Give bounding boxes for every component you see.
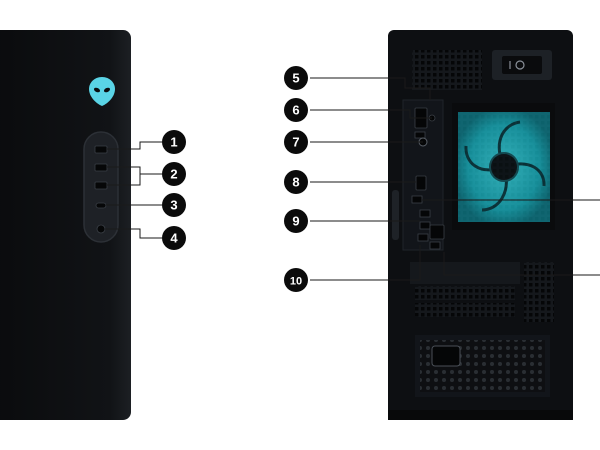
rear-usb-10b: [429, 241, 441, 250]
callout-number: 5: [292, 71, 299, 86]
callout-circle: [284, 130, 308, 154]
rear-ethernet: [429, 224, 445, 240]
callout-9: 9: [284, 209, 308, 233]
callout-markers: 1 2 3 4 5 6 7 8 9 10: [162, 66, 308, 292]
rear-usb-9b: [419, 221, 431, 230]
callout-6: 6: [284, 98, 308, 122]
rear-io-column: [402, 99, 445, 251]
usb-c-port-front: [95, 202, 107, 209]
rear-fan: [452, 103, 555, 230]
alien-head-logo: [89, 77, 115, 106]
callout-4: 4: [162, 226, 186, 250]
callout-number: 10: [290, 276, 302, 288]
psu-area: [415, 335, 550, 397]
callout-circle: [284, 66, 308, 90]
callout-number: 8: [292, 175, 299, 190]
usb-port-front-1: [94, 145, 108, 154]
callout-number: 2: [170, 167, 177, 182]
rear-port-7a: [414, 131, 426, 139]
audio-jack-front: [96, 224, 106, 234]
top-vent: [412, 50, 482, 90]
callout-number: 3: [170, 198, 177, 213]
rear-leader-lines: [310, 77, 600, 281]
callout-8: 8: [284, 170, 308, 194]
callout-circle: [284, 209, 308, 233]
front-panel-body: [0, 30, 131, 420]
rear-port-8b: [411, 195, 423, 204]
callout-number: 7: [292, 135, 299, 150]
power-connector: [431, 345, 461, 367]
callout-circle: [162, 130, 186, 154]
callout-number: 6: [292, 103, 299, 118]
callout-10: 10: [284, 268, 308, 292]
callout-2: 2: [162, 162, 186, 186]
front-leader-lines: [105, 141, 162, 239]
expansion-slots: [410, 262, 554, 322]
rear-port-8: [415, 175, 427, 191]
side-slot: [392, 190, 399, 240]
callout-1: 1: [162, 130, 186, 154]
rear-panel: [388, 30, 573, 420]
callout-circle: [162, 162, 186, 186]
callout-5: 5: [284, 66, 308, 90]
usb-port-front-2: [94, 163, 108, 172]
callout-number: 1: [170, 135, 177, 150]
callout-number: 4: [170, 231, 178, 246]
callout-circle: [162, 193, 186, 217]
rear-usb-9a: [419, 209, 431, 218]
front-io-panel: [83, 131, 119, 243]
callout-circle: [284, 268, 308, 292]
callout-7: 7: [284, 130, 308, 154]
front-panel: [0, 30, 131, 420]
callout-circle: [284, 170, 308, 194]
power-switch: [492, 50, 552, 80]
callout-circle: [162, 226, 186, 250]
rear-usb-10a: [417, 233, 429, 242]
callout-3: 3: [162, 193, 186, 217]
callout-number: 9: [292, 214, 299, 229]
usb-port-front-3: [94, 181, 108, 190]
callout-circle: [284, 98, 308, 122]
